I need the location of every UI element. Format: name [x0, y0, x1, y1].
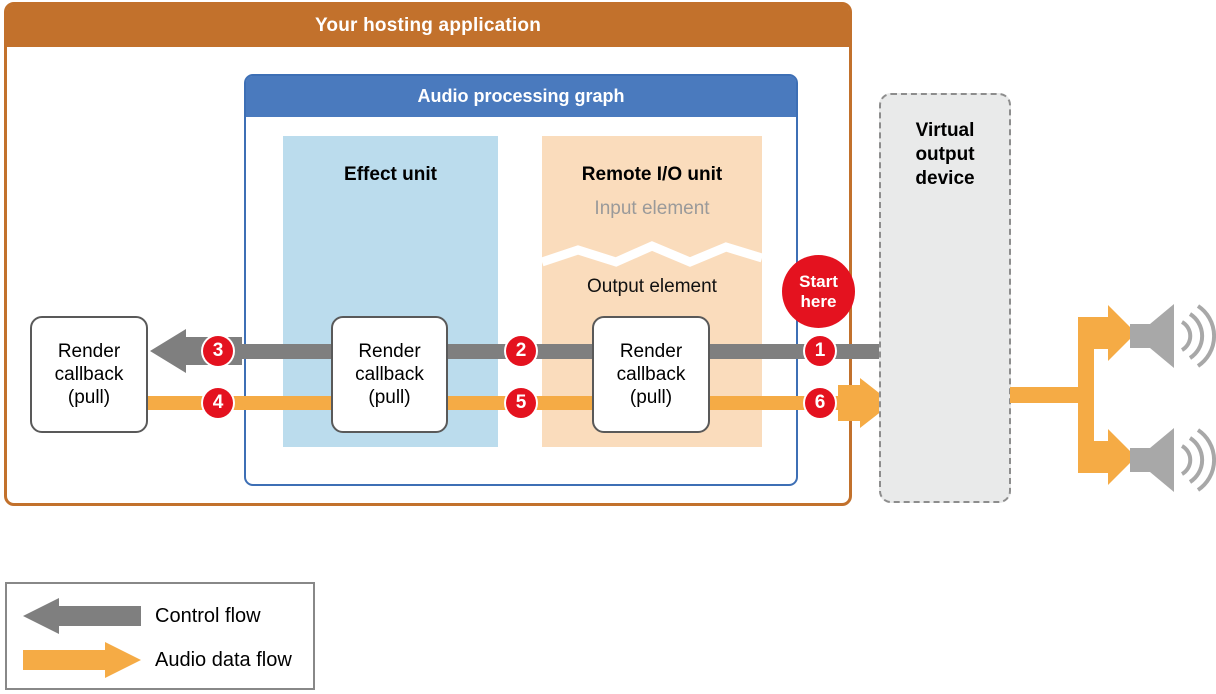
audio-flow-line	[146, 396, 858, 410]
virtual-output-device-container: Virtual output device	[879, 93, 1011, 503]
legend-row-control-flow: Control flow	[7, 594, 313, 638]
step-badge-label: 1	[814, 340, 826, 361]
start-here-callout[interactable]: Start here	[782, 255, 855, 328]
render-callback-line3: (pull)	[629, 387, 673, 409]
step-badge-5[interactable]: 5	[506, 388, 536, 418]
hosting-application-title: Your hosting application	[314, 15, 542, 36]
speaker-top-icon	[1130, 304, 1216, 368]
step-badge-label: 2	[515, 340, 527, 361]
render-callback-line2: callback	[54, 363, 124, 385]
step-badge-6[interactable]: 6	[805, 388, 835, 418]
legend-label-audio-flow: Audio data flow	[155, 648, 292, 671]
render-callback-line3: (pull)	[368, 387, 411, 409]
render-callback-line1: Render	[619, 340, 683, 362]
step-badge-2[interactable]: 2	[506, 336, 536, 366]
legend-label-control-flow: Control flow	[155, 604, 261, 627]
step-badge-label: 5	[515, 392, 527, 413]
effect-unit-title: Effect unit	[344, 164, 437, 185]
hosting-application-header: Your hosting application	[7, 5, 849, 47]
step-badge-label: 3	[212, 340, 224, 361]
remote-io-unit-title: Remote I/O unit	[581, 164, 723, 185]
render-callback-line3: (pull)	[67, 387, 111, 409]
audio-flow-arrowhead-icon	[838, 378, 892, 428]
render-callback-line1: Render	[358, 340, 421, 362]
start-here-line2: here	[800, 291, 837, 311]
virtual-output-device-title: Virtual output device	[881, 119, 1009, 190]
control-flow-legend-arrow-icon	[23, 598, 141, 634]
step-badge-label: 6	[814, 392, 826, 413]
vod-title-line2: output	[915, 143, 975, 165]
render-callback-line2: callback	[616, 363, 686, 385]
zigzag-separator-icon	[540, 241, 764, 267]
render-callback-effect-unit[interactable]: Render callback (pull)	[331, 316, 448, 433]
legend-box: Control flow Audio data flow	[5, 582, 315, 690]
input-element-label: Input element	[594, 198, 710, 219]
start-here-line1: Start	[799, 272, 838, 292]
legend-row-audio-flow: Audio data flow	[7, 638, 313, 682]
audio-processing-graph-title: Audio processing graph	[417, 86, 625, 106]
render-callback-line2: callback	[355, 363, 424, 385]
step-badge-4[interactable]: 4	[203, 388, 233, 418]
speaker-bottom-icon	[1130, 428, 1216, 492]
step-badge-3[interactable]: 3	[203, 336, 233, 366]
output-element-label: Output element	[587, 276, 717, 297]
step-badge-1[interactable]: 1	[805, 336, 835, 366]
render-callback-remote-io-unit[interactable]: Render callback (pull)	[592, 316, 710, 433]
step-badge-label: 4	[212, 392, 224, 413]
render-callback-line1: Render	[57, 340, 121, 362]
speaker-output-split-arrows	[1010, 305, 1136, 485]
audio-processing-graph-header: Audio processing graph	[246, 76, 796, 117]
audio-flow-legend-arrow-icon	[23, 642, 141, 678]
vod-title-line1: Virtual	[915, 120, 975, 141]
vod-title-line3: device	[915, 167, 975, 189]
render-callback-host[interactable]: Render callback (pull)	[30, 316, 148, 433]
